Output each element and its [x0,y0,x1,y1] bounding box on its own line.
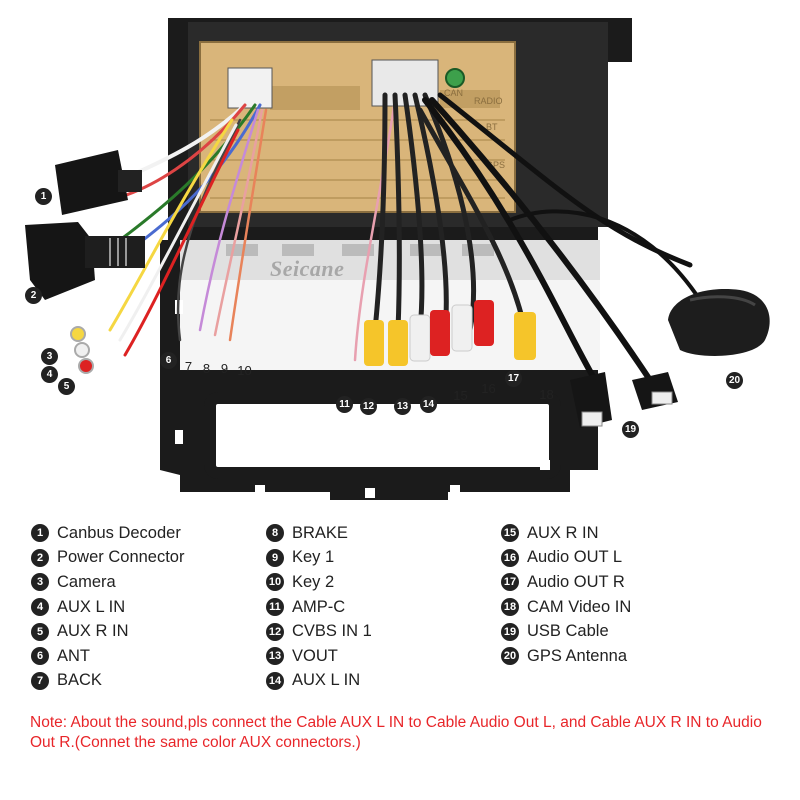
callout-8: 8 [202,361,211,376]
legend-item: 12 CVBS IN 1 [266,619,372,644]
legend-number: 12 [266,622,284,641]
callout-7: 7 [184,359,193,374]
legend-number: 20 [501,647,519,666]
legend-number: 9 [266,548,284,567]
legend-item: 4 AUX L IN [31,595,184,620]
chassis-label-radio: RADIO [474,96,503,106]
legend-item: 11 AMP-C [266,595,372,620]
legend-label: Camera [57,572,116,591]
callout-15: 15 [453,388,468,403]
legend-item: 9 Key 1 [266,546,372,571]
callout-17: 17 [505,370,522,387]
callout-11: 11 [336,396,353,413]
legend-item: 2 Power Connector [31,546,184,571]
legend-item: 5 AUX R IN [31,619,184,644]
legend-number: 14 [266,671,284,690]
legend-item: 19 USB Cable [501,619,631,644]
chassis-label-bt: BT [486,122,498,132]
rca-plugs [70,300,536,374]
callout-4: 4 [41,366,58,383]
legend-number: 7 [31,671,49,690]
legend-item: 10 Key 2 [266,570,372,595]
chassis-label-can: CAN [444,88,463,98]
product-photo: CAN RADIO BT GPS [25,18,770,500]
legend-column-2: 8 BRAKE 9 Key 1 10 Key 2 11 AMP-C 12 CVBS IN … [266,521,372,693]
legend-number: 4 [31,598,49,617]
callout-14: 14 [420,396,437,413]
legend-column-3: 15 AUX R IN 16 Audio OUT L 17 Audio OUT R 1… [501,521,631,669]
callout-19: 19 [622,421,639,438]
legend-item: 13 VOUT [266,644,372,669]
legend-number: 16 [501,548,519,567]
watermark: Seicane [270,256,345,281]
legend-number: 13 [266,647,284,666]
legend-number: 11 [266,598,284,617]
sound-connection-note: Note: About the sound,pls connect the Ca… [30,714,762,751]
legend-label: Audio OUT L [527,548,623,567]
chassis-label-gps: GPS [486,160,505,170]
legend-label: AUX R IN [527,523,599,542]
legend-item: 16 Audio OUT L [501,546,631,571]
legend-item: 14 AUX L IN [266,669,372,694]
legend-number: 8 [266,524,284,543]
legend-number: 6 [31,647,49,666]
legend-item: 1 Canbus Decoder [31,521,184,546]
legend-item: 7 BACK [31,669,184,694]
legend-item: 3 Camera [31,570,184,595]
power-connector [25,222,145,300]
legend-label: BACK [57,671,102,690]
legend-item: 8 BRAKE [266,521,372,546]
legend-number: 10 [266,573,284,592]
legend-item: 20 GPS Antenna [501,644,631,669]
legend-label: BRAKE [292,523,348,542]
legend-label: CAM Video IN [527,597,632,616]
callout-3: 3 [41,348,58,365]
legend-label: Audio OUT R [527,572,625,591]
callout-2: 2 [25,287,42,304]
callout-20: 20 [726,372,743,389]
legend-number: 19 [501,622,519,641]
legend-label: AMP-C [292,597,346,616]
gps-antenna [668,289,770,356]
callout-9: 9 [220,361,229,376]
legend-number: 17 [501,573,519,592]
legend-number: 5 [31,622,49,641]
legend-label: AUX L IN [292,671,361,690]
callout-13: 13 [394,398,411,415]
legend-item: 17 Audio OUT R [501,570,631,595]
canbus-decoder [55,150,142,215]
legend-item: 18 CAM Video IN [501,595,631,620]
legend-label: AUX L IN [57,597,126,616]
legend-number: 18 [501,598,519,617]
callout-5: 5 [58,378,75,395]
legend-item: 15 AUX R IN [501,521,631,546]
legend-number: 2 [31,548,49,567]
legend-label: Key 1 [292,548,335,567]
legend-label: GPS Antenna [527,646,627,665]
legend-label: USB Cable [527,622,609,641]
legend-number: 15 [501,524,519,543]
callout-10: 10 [237,363,252,378]
legend-number: 3 [31,573,49,592]
legend-label: Canbus Decoder [57,523,181,542]
callout-12: 12 [360,398,377,415]
legend-label: Power Connector [57,548,185,567]
callout-6: 6 [160,352,177,369]
callout-18: 18 [539,387,554,402]
usb-connectors [570,372,678,428]
legend-label: AUX R IN [57,622,129,641]
callout-1: 1 [35,188,52,205]
legend-number: 1 [31,524,49,543]
legend-label: Key 2 [292,572,335,591]
legend-label: VOUT [292,646,338,665]
legend-label: ANT [57,646,90,665]
legend-item: 6 ANT [31,644,184,669]
legend-label: CVBS IN 1 [292,622,372,641]
callout-16: 16 [481,381,496,396]
legend-column-1: 1 Canbus Decoder 2 Power Connector 3 Camera… [31,521,184,693]
